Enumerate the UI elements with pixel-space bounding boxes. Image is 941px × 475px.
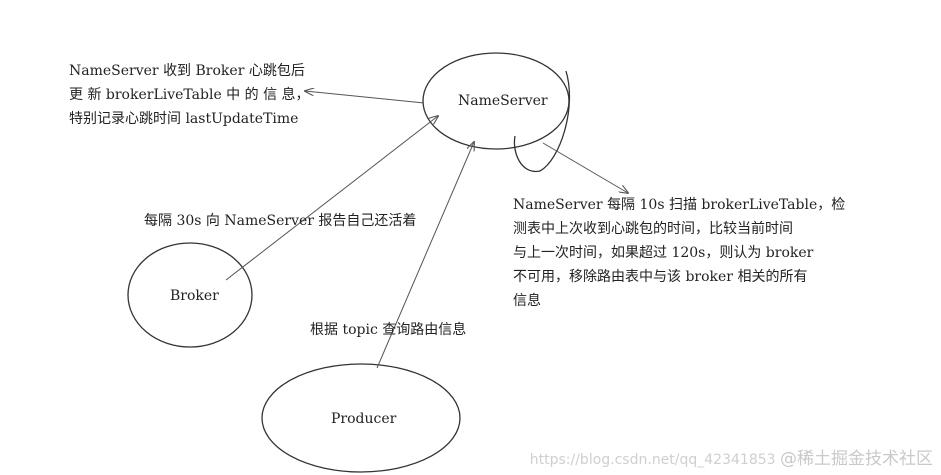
scan-arrow xyxy=(542,142,628,193)
watermark-url: https://blog.csdn.net/qq_42341853 xyxy=(529,452,776,468)
producer-node xyxy=(261,363,461,473)
nameserver-update-note-line-1: NameServer 收到 Broker 心跳包后 xyxy=(69,63,305,79)
producer-query-label: 根据 topic 查询路由信息 xyxy=(310,322,467,338)
nameserver-scan-note-line-1: NameServer 每隔 10s 扫描 brokerLiveTable，检 xyxy=(513,197,846,213)
query-arrow xyxy=(376,142,474,369)
nameserver-scan-note-line-3: 与上一次时间，如果超过 120s，则认为 broker xyxy=(513,245,814,261)
heartbeat-arrow xyxy=(225,116,438,281)
watermark: https://blog.csdn.net/qq_42341853 @稀土掘金技… xyxy=(530,444,933,469)
update-arrow xyxy=(305,91,425,104)
nameserver-update-note-line-2: 更 新 brokerLiveTable 中 的 信 息， xyxy=(69,87,310,103)
broker-node xyxy=(127,242,253,348)
broker-heartbeat-label: 每隔 30s 向 NameServer 报告自己还活着 xyxy=(144,213,417,229)
nameserver-update-note-line-3: 特别记录心跳时间 lastUpdateTime xyxy=(69,111,299,127)
nameserver-scan-note-line-4: 不可用，移除路由表中与该 broker 相关的所有 xyxy=(513,269,808,285)
nameserver-scan-note-line-5: 信息 xyxy=(513,293,541,309)
nameserver-label: NameServer xyxy=(458,93,548,109)
broker-label: Broker xyxy=(170,288,219,304)
producer-label: Producer xyxy=(331,411,397,427)
watermark-brand: @稀土掘金技术社区 xyxy=(780,449,933,469)
scan-self-loop xyxy=(513,70,571,172)
nameserver-scan-note-line-2: 测表中上次收到心跳包的时间，比较当前时间 xyxy=(513,221,793,237)
